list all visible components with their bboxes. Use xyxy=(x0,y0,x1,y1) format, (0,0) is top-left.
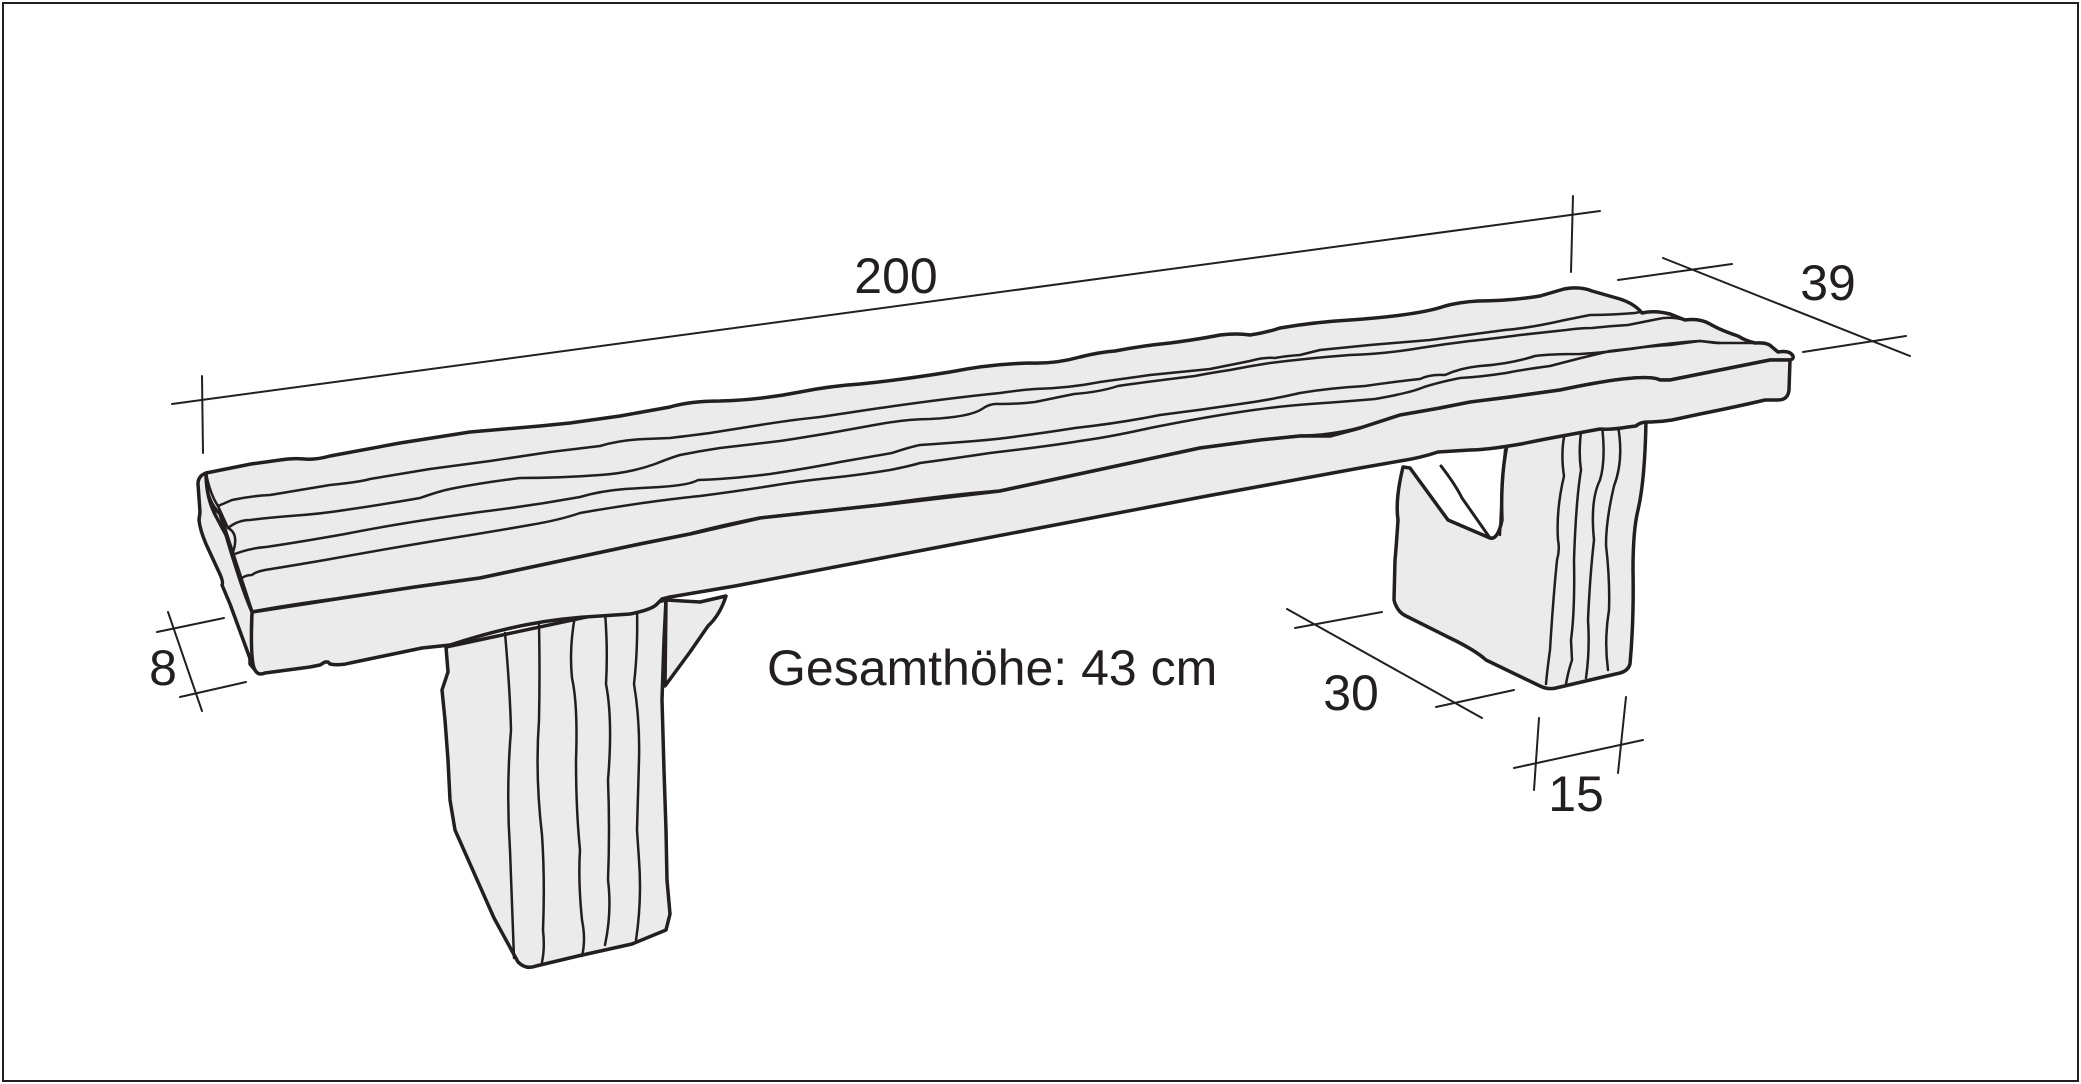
right-leg xyxy=(1392,408,1651,691)
dimension-leg-depth-label: 30 xyxy=(1323,665,1379,721)
dimension-length-label: 200 xyxy=(854,248,937,304)
dimension-depth-label: 39 xyxy=(1800,255,1856,311)
dimension-thickness-label: 8 xyxy=(149,640,177,696)
seat-grain xyxy=(204,310,1757,582)
seat-front-edge xyxy=(248,358,1792,676)
seat-left-end xyxy=(196,471,257,672)
dimension-lines xyxy=(156,195,1911,791)
dimension-leg-width-label: 15 xyxy=(1548,766,1604,822)
left-leg xyxy=(440,594,728,970)
total-height-label: Gesamthöhe: 43 cm xyxy=(767,640,1217,696)
